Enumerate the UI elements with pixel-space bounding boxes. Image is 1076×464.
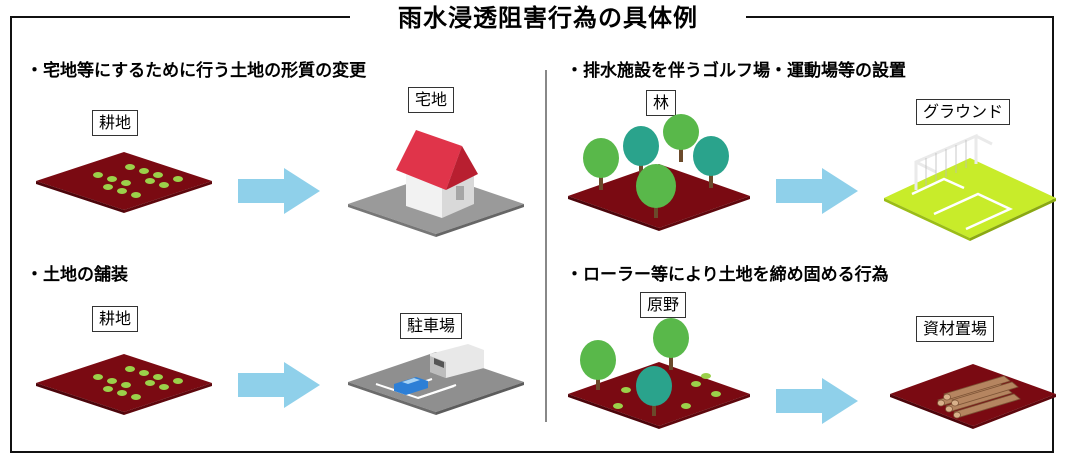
timber-yard-icon [890, 364, 1056, 429]
label-parking-after: 駐車場 [400, 313, 463, 339]
arrow-right-icon [776, 168, 858, 214]
section-heading-paving: ・土地の舗装 [26, 265, 128, 285]
arrow-right-icon [238, 362, 320, 408]
label-ground-after: グラウンド [916, 99, 1011, 125]
arrow-right-icon [238, 168, 320, 214]
label-farmland-before-2: 耕地 [92, 306, 139, 332]
diagram-title: 雨水浸透阻害行為の具体例 [350, 2, 746, 34]
section-heading-compaction: ・ローラー等により土地を締め固める行為 [566, 265, 889, 285]
section-heading-sports-ground: ・排水施設を伴うゴルフ場・運動場等の設置 [566, 61, 906, 81]
farmland-icon [36, 152, 212, 213]
label-residential-after: 宅地 [408, 87, 455, 113]
arrow-right-icon [776, 378, 858, 424]
field-icon [568, 318, 750, 429]
label-farmland-before: 耕地 [92, 110, 139, 136]
forest-icon [568, 114, 750, 231]
house-icon [348, 130, 524, 237]
column-divider [545, 70, 547, 422]
farmland-icon [36, 354, 212, 415]
label-field-before: 原野 [640, 292, 687, 318]
label-forest-before: 林 [646, 90, 677, 116]
section-heading-residential: ・宅地等にするために行う土地の形質の変更 [26, 61, 367, 81]
sports-ground-icon [884, 133, 1056, 241]
label-storage-yard-after: 資材置場 [916, 316, 995, 342]
parking-icon [348, 344, 524, 415]
